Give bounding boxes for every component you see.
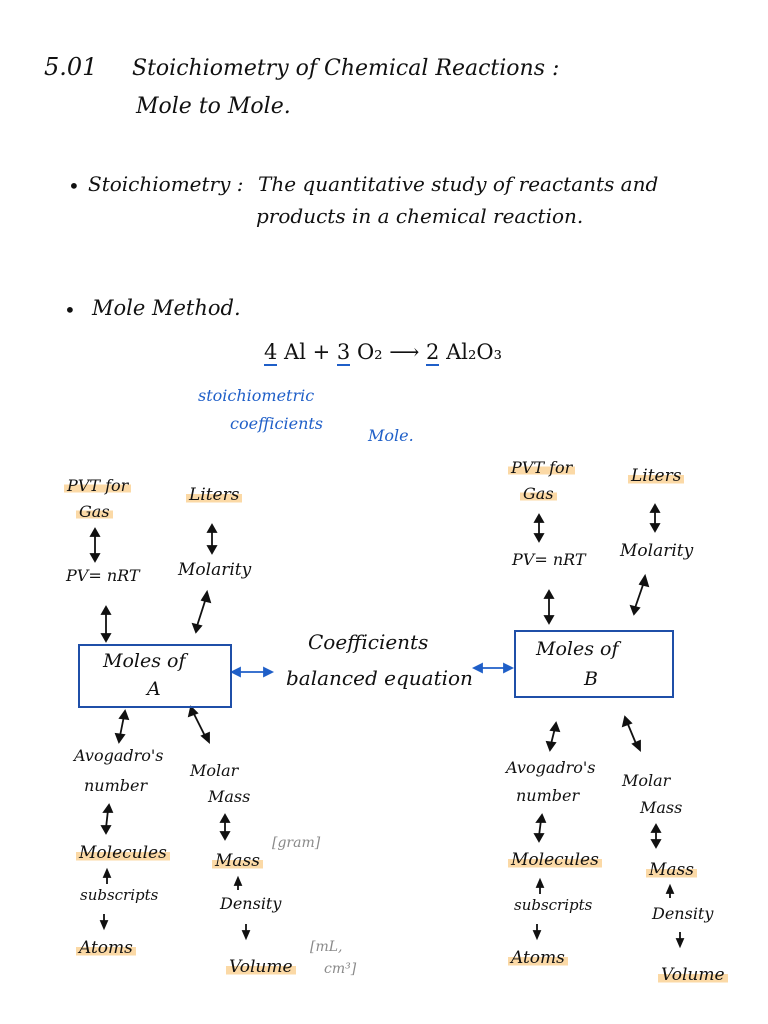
right-mass: Mass <box>646 860 697 880</box>
equation-part: O₂ ⟶ <box>350 340 427 364</box>
page-subtitle: Mole to Mole. <box>136 94 291 119</box>
left-molarity: Molarity <box>178 560 252 580</box>
note-coefficients: coefficients <box>230 414 324 433</box>
page-title: Stoichiometry of Chemical Reactions : <box>132 56 560 81</box>
method-label: Mole Method. <box>92 296 241 320</box>
definition-term: Stoichiometry : <box>88 172 244 196</box>
right-molarity: Molarity <box>620 541 694 561</box>
right-pvt-line1: PVT for <box>508 458 576 477</box>
right-molecules: Molecules <box>508 850 602 870</box>
left-volume-unit-line1: [mL, <box>310 939 343 955</box>
note-stoichiometric: stoichiometric <box>198 386 315 405</box>
coefficient: 4 <box>264 340 278 366</box>
middle-label-coefficients: Coefficients <box>308 630 429 654</box>
definition-text-line2: products in a chemical reaction. <box>256 204 584 228</box>
right-liters: Liters <box>628 466 685 486</box>
right-ideal-gas-law: PV= nRT <box>512 550 586 569</box>
left-density: Density <box>220 894 282 913</box>
middle-label-balanced-equation: balanced equation <box>286 666 473 690</box>
bullet: • <box>64 298 76 322</box>
coefficient: 2 <box>426 340 440 366</box>
right-pvt-line2: Gas <box>520 484 557 503</box>
left-volume-unit-line2: cm³] <box>324 961 357 977</box>
right-molar-line1: Molar <box>622 771 671 790</box>
right-avogadro-line1: Avogadro's <box>506 758 596 777</box>
left-molar-line1: Molar <box>190 761 239 780</box>
right-atoms: Atoms <box>508 948 568 968</box>
left-molecules: Molecules <box>76 843 170 863</box>
definition-text-line1: The quantitative study of reactants and <box>258 172 659 196</box>
note-mole: Mole. <box>368 426 414 445</box>
left-ideal-gas-law: PV= nRT <box>66 566 140 585</box>
left-gram-unit: [gram] <box>272 835 321 851</box>
left-avogadro-line2: number <box>84 776 148 795</box>
right-subscripts: subscripts <box>514 896 593 914</box>
moles-of-b-box <box>514 630 674 698</box>
equation-part: Al + <box>277 340 337 364</box>
box-a-label-line2: A <box>147 678 161 700</box>
bullet: • <box>68 174 80 198</box>
equation-part: Al₂O₃ <box>439 340 503 364</box>
box-a-label-line1: Moles of <box>103 650 186 672</box>
coefficient: 3 <box>336 340 351 366</box>
chemical-equation: 4 Al + 3 O₂ ⟶ 2 Al₂O₃ <box>264 340 503 366</box>
right-volume: Volume <box>658 965 728 985</box>
left-volume: Volume <box>226 957 296 977</box>
moles-of-a-box <box>78 644 232 708</box>
left-pvt-line2: Gas <box>76 502 113 521</box>
right-density: Density <box>652 904 714 923</box>
left-molar-line2: Mass <box>208 787 251 806</box>
left-avogadro-line1: Avogadro's <box>74 746 164 765</box>
section-number: 5.01 <box>44 53 98 81</box>
right-avogadro-line2: number <box>516 786 580 805</box>
left-liters: Liters <box>186 485 243 505</box>
left-mass: Mass <box>212 851 263 871</box>
box-b-label-line1: Moles of <box>536 638 619 660</box>
right-molar-line2: Mass <box>640 798 683 817</box>
left-pvt-line1: PVT for <box>64 476 132 495</box>
left-atoms: Atoms <box>76 938 136 958</box>
box-b-label-line2: B <box>584 668 598 690</box>
left-subscripts: subscripts <box>80 886 159 904</box>
